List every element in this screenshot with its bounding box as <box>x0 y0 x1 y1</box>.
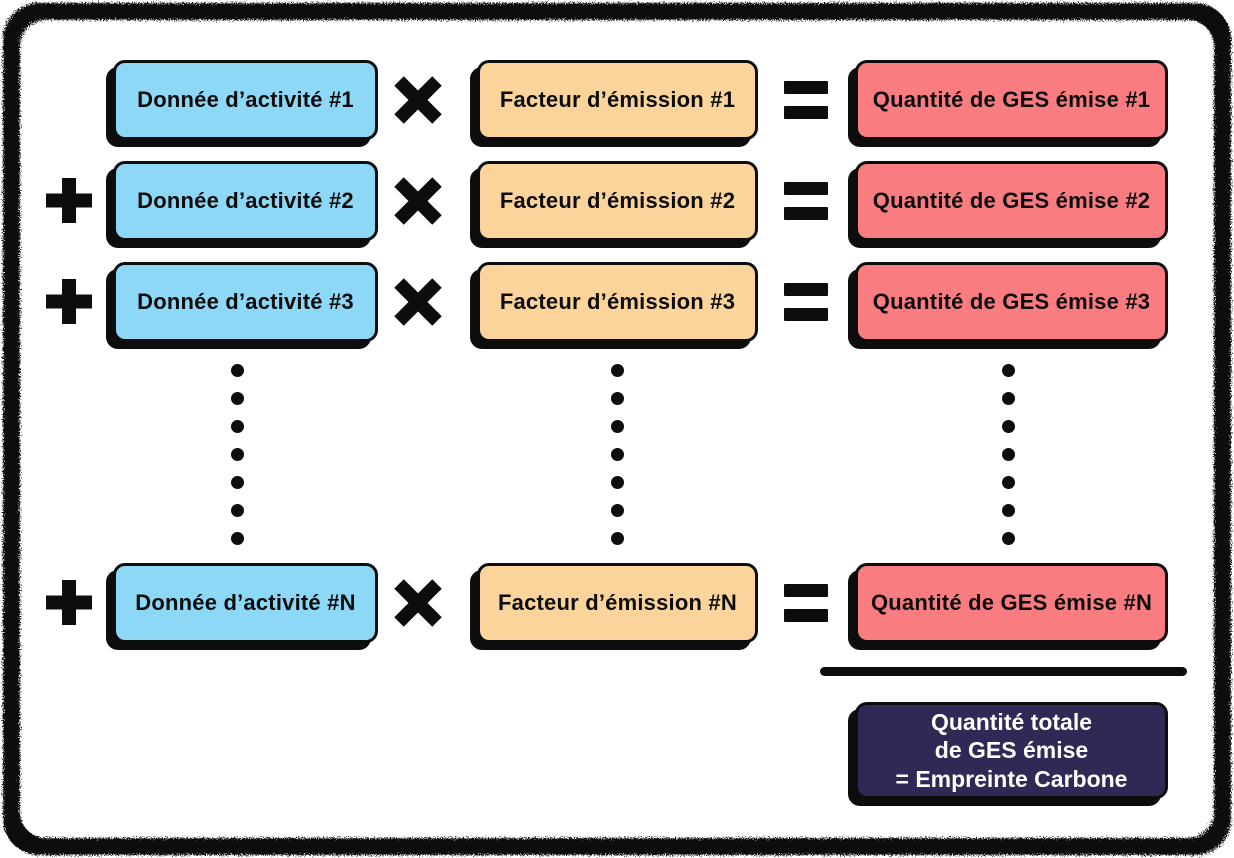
activity-label-3: Donnée d’activité #3 <box>137 289 354 314</box>
activity-box-2: Donnée d’activité #2 <box>113 161 378 241</box>
times-icon <box>394 76 442 124</box>
ellipsis-dots-emission <box>1001 364 1015 545</box>
times-icon <box>394 278 442 326</box>
equation-row-n: Donnée d’activité #N Facteur d’émission … <box>0 563 1234 643</box>
equation-row-1: Donnée d’activité #1 Facteur d’émission … <box>0 60 1234 140</box>
factor-label-n: Facteur d’émission #N <box>498 590 737 615</box>
ellipsis-dots-activity <box>230 364 244 545</box>
plus-icon <box>46 279 92 324</box>
activity-label-n: Donnée d’activité #N <box>135 590 356 615</box>
total-carbon-footprint-box: Quantité totale de GES émise = Empreinte… <box>855 702 1168 799</box>
factor-label-1: Facteur d’émission #1 <box>499 87 736 112</box>
activity-box-1: Donnée d’activité #1 <box>113 60 378 140</box>
factor-box-1: Facteur d’émission #1 <box>477 60 758 140</box>
emission-box-3: Quantité de GES émise #3 <box>855 262 1168 342</box>
factor-box-3: Facteur d’émission #3 <box>477 262 758 342</box>
activity-label-1: Donnée d’activité #1 <box>137 87 354 112</box>
factor-label-2: Facteur d’émission #2 <box>499 188 736 213</box>
factor-label-3: Facteur d’émission #3 <box>499 289 736 314</box>
emission-label-n: Quantité de GES émise #N <box>870 590 1153 615</box>
plus-icon <box>46 178 92 223</box>
sum-divider-line <box>820 667 1187 676</box>
total-label: Quantité totale de GES émise = Empreinte… <box>895 709 1128 792</box>
activity-box-n: Donnée d’activité #N <box>113 563 378 643</box>
equation-row-3: Donnée d’activité #3 Facteur d’émission … <box>0 262 1234 342</box>
activity-box-3: Donnée d’activité #3 <box>113 262 378 342</box>
factor-box-2: Facteur d’émission #2 <box>477 161 758 241</box>
emission-box-n: Quantité de GES émise #N <box>855 563 1168 643</box>
emission-label-1: Quantité de GES émise #1 <box>872 87 1151 112</box>
emission-label-2: Quantité de GES émise #2 <box>872 188 1151 213</box>
emission-box-2: Quantité de GES émise #2 <box>855 161 1168 241</box>
plus-icon <box>46 580 92 625</box>
times-icon <box>394 177 442 225</box>
equals-icon <box>784 584 828 622</box>
emission-label-3: Quantité de GES émise #3 <box>872 289 1151 314</box>
equals-icon <box>784 81 828 119</box>
factor-box-n: Facteur d’émission #N <box>477 563 758 643</box>
emission-box-1: Quantité de GES émise #1 <box>855 60 1168 140</box>
ellipsis-dots-factor <box>610 364 624 545</box>
equals-icon <box>784 182 828 220</box>
equals-icon <box>784 283 828 321</box>
activity-label-2: Donnée d’activité #2 <box>137 188 354 213</box>
times-icon <box>394 579 442 627</box>
equation-row-2: Donnée d’activité #2 Facteur d’émission … <box>0 161 1234 241</box>
